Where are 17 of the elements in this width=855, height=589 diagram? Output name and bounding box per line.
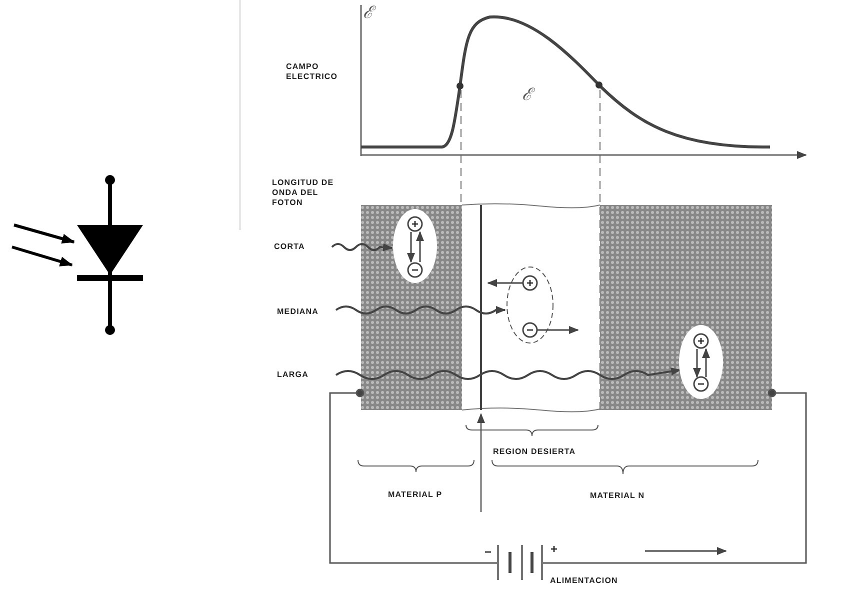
charge-sign: + [525, 277, 534, 289]
axis-label: CAMPO ELECTRICO [286, 62, 339, 82]
polarity-sign: − [483, 546, 492, 558]
charge-sign: − [696, 378, 706, 390]
charge-sign: − [525, 324, 534, 336]
wavelength-label: LARGA [277, 370, 308, 380]
axis-label: LONGITUD DE ONDA DEL FOTON [272, 178, 335, 208]
charge-sign: + [410, 218, 420, 230]
wavelength-label: MEDIANA [277, 307, 319, 317]
charge-sign: + [696, 335, 706, 347]
region-label: REGION DESIERTA [493, 447, 576, 457]
polarity-sign: + [549, 543, 558, 555]
charge-sign: − [410, 264, 420, 276]
region-label: MATERIAL N [590, 491, 645, 501]
battery-label: ALIMENTACION [550, 576, 618, 586]
region-label: MATERIAL P [388, 490, 442, 500]
wavelength-label: CORTA [274, 242, 305, 252]
